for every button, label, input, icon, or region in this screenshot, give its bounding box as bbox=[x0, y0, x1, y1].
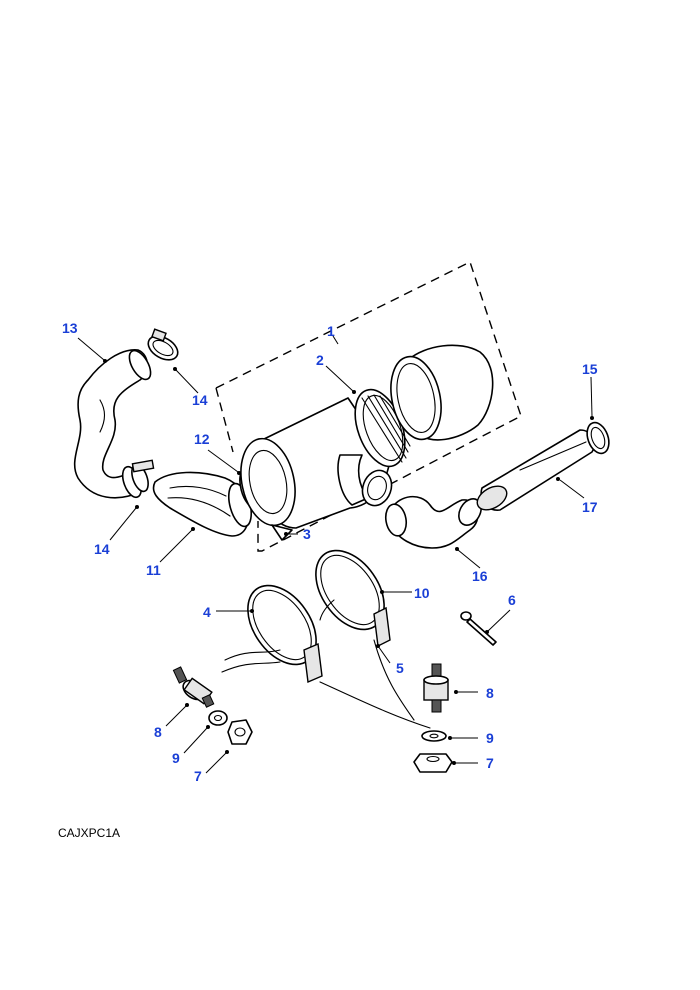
callout-13: 13 bbox=[62, 320, 78, 336]
part-13-hose bbox=[73, 349, 152, 499]
part-15-clip bbox=[586, 421, 610, 455]
part-16-elbow bbox=[384, 495, 482, 549]
callout-11: 11 bbox=[146, 562, 161, 578]
part-9-washer-left bbox=[208, 710, 228, 726]
callout-14-upper: 14 bbox=[192, 392, 208, 408]
callout-labels: 1 2 3 4 5 6 7 7 8 8 9 9 10 11 12 13 14 1… bbox=[62, 320, 598, 784]
callout-9-left: 9 bbox=[172, 750, 180, 766]
callout-12: 12 bbox=[194, 431, 210, 447]
callout-17: 17 bbox=[582, 499, 598, 515]
callout-2: 2 bbox=[316, 352, 324, 368]
callout-16: 16 bbox=[472, 568, 488, 584]
air-cleaner-cover bbox=[390, 344, 494, 441]
callout-10: 10 bbox=[414, 585, 430, 601]
callout-4: 4 bbox=[203, 604, 211, 620]
strap-guide-line bbox=[319, 681, 431, 729]
part-4-band bbox=[221, 584, 323, 684]
callout-1: 1 bbox=[327, 323, 335, 339]
callout-8-left: 8 bbox=[154, 724, 162, 740]
callout-6: 6 bbox=[508, 592, 516, 608]
part-7-nut-left bbox=[227, 719, 253, 745]
leader-lines bbox=[77, 335, 594, 774]
part-8-stud-right bbox=[423, 663, 449, 713]
diagram-code: CAJXPC1A bbox=[58, 826, 121, 840]
part-10-band bbox=[315, 549, 391, 648]
callout-9-right: 9 bbox=[486, 730, 494, 746]
callout-8-right: 8 bbox=[486, 685, 494, 701]
callout-7-left: 7 bbox=[194, 768, 202, 784]
callout-7-right: 7 bbox=[486, 755, 494, 771]
callout-5: 5 bbox=[396, 660, 404, 676]
part-11-elbow-hose bbox=[152, 471, 253, 537]
part-9-washer-right bbox=[421, 730, 447, 742]
part-14-clip-upper bbox=[147, 328, 179, 361]
callout-14-lower: 14 bbox=[94, 541, 110, 557]
part-8-stud-left bbox=[172, 666, 215, 708]
part-6-pin bbox=[460, 611, 497, 646]
part-14-clip-lower bbox=[121, 459, 155, 499]
callout-15: 15 bbox=[582, 361, 598, 377]
strap-guide-line bbox=[373, 639, 415, 721]
part-17-intake-tube bbox=[476, 429, 596, 511]
callout-3: 3 bbox=[303, 526, 311, 542]
part-7-nut-right bbox=[413, 753, 453, 773]
part-1-air-cleaner bbox=[240, 388, 411, 541]
